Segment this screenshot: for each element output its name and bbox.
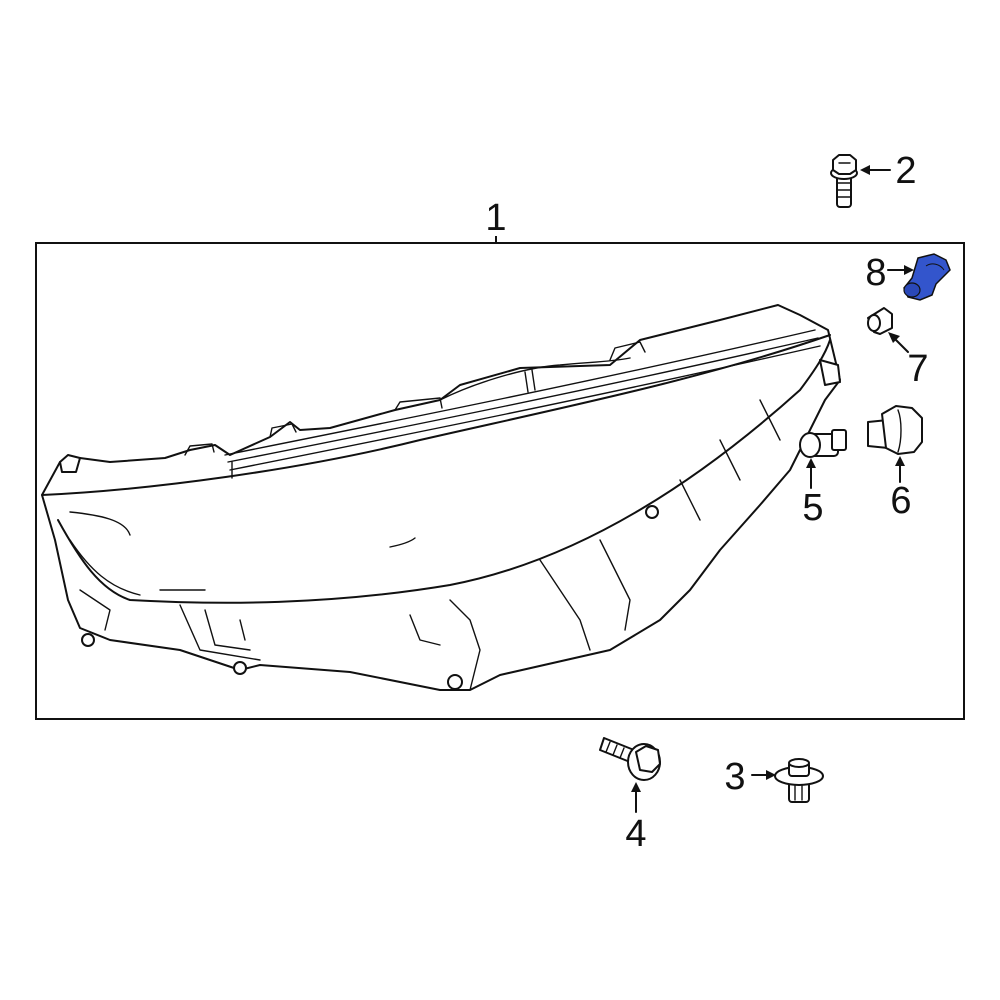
callout-7: 7: [907, 348, 928, 390]
small-bulb[interactable]: [867, 307, 893, 335]
callout-2: 2: [895, 150, 916, 192]
callout-3: 3: [724, 756, 745, 798]
flange-bolt[interactable]: [599, 737, 661, 781]
bulb-socket[interactable]: [867, 405, 923, 455]
bulb[interactable]: [799, 429, 847, 458]
headlamp-assembly[interactable]: [41, 304, 841, 691]
callout-1: 1: [485, 197, 506, 239]
assembly-frame: [35, 242, 965, 720]
callout-5: 5: [802, 487, 823, 529]
callout-7-arrowhead: [888, 332, 900, 343]
socket-highlighted[interactable]: [903, 253, 951, 301]
callout-4-arrowhead: [631, 782, 641, 792]
callout-6-arrowhead: [895, 456, 905, 466]
callout-3-arrowhead: [766, 770, 776, 780]
retainer-clip[interactable]: [774, 758, 824, 803]
callout-4: 4: [625, 813, 646, 855]
callout-2-arrowhead: [860, 165, 870, 175]
mounting-bolt[interactable]: [830, 154, 858, 208]
callout-8: 8: [865, 252, 886, 294]
callout-5-arrowhead: [806, 458, 816, 468]
callout-8-arrowhead: [904, 265, 914, 275]
callout-6: 6: [890, 480, 911, 522]
